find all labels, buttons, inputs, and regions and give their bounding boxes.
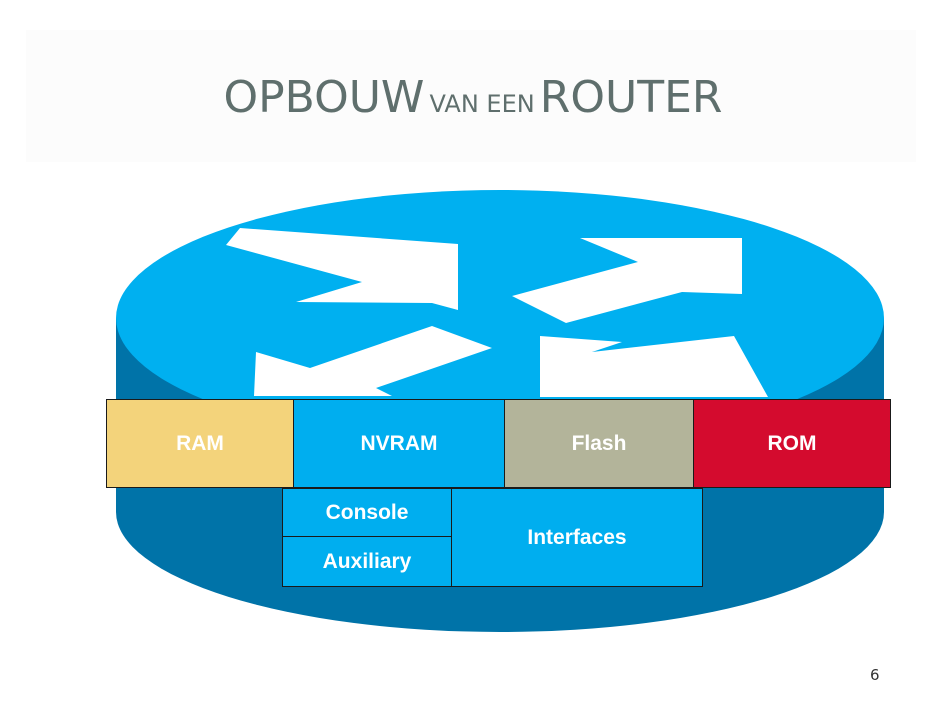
interfaces-block: Interfaces [451, 488, 703, 587]
nvram-label: NVRAM [360, 431, 438, 455]
ram-label: RAM [176, 431, 224, 455]
flash-block: Flash [504, 399, 694, 488]
console-port: Console [282, 488, 452, 537]
title-part-router: ROUTER [539, 72, 723, 123]
title-part-opbouw: OPBOUW [223, 72, 425, 123]
interfaces-label: Interfaces [527, 525, 627, 549]
page-number: 6 [870, 666, 880, 684]
auxiliary-label: Auxiliary [322, 549, 412, 573]
page-title: OPBOUW VAN EEN ROUTER [0, 72, 946, 123]
router-arrows-icon [226, 228, 768, 397]
rom-block: ROM [693, 399, 891, 488]
flash-label: Flash [571, 431, 627, 455]
title-part-van-een: VAN EEN [429, 90, 535, 118]
title-band [26, 30, 916, 162]
auxiliary-port: Auxiliary [282, 536, 452, 587]
nvram-block: NVRAM [293, 399, 505, 488]
rom-label: ROM [767, 431, 817, 455]
ram-block: RAM [106, 399, 294, 488]
console-label: Console [325, 500, 409, 524]
